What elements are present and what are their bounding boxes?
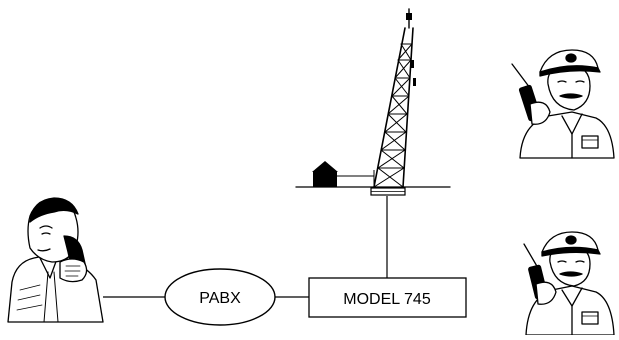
radio-officer-illustration-bottom	[523, 231, 615, 336]
equipment-shelter	[312, 161, 375, 187]
radio-tower	[295, 8, 451, 196]
pabx-label: PABX	[199, 290, 241, 307]
controller-node: MODEL 745	[308, 277, 467, 318]
connection-lines	[103, 196, 388, 298]
telephone-user-illustration	[7, 197, 104, 323]
controller-label: MODEL 745	[343, 291, 431, 308]
pabx-ellipse	[164, 268, 276, 326]
radio-officer-illustration-top	[511, 49, 615, 159]
pabx-node: PABX	[164, 268, 276, 326]
controller-box	[308, 277, 467, 318]
